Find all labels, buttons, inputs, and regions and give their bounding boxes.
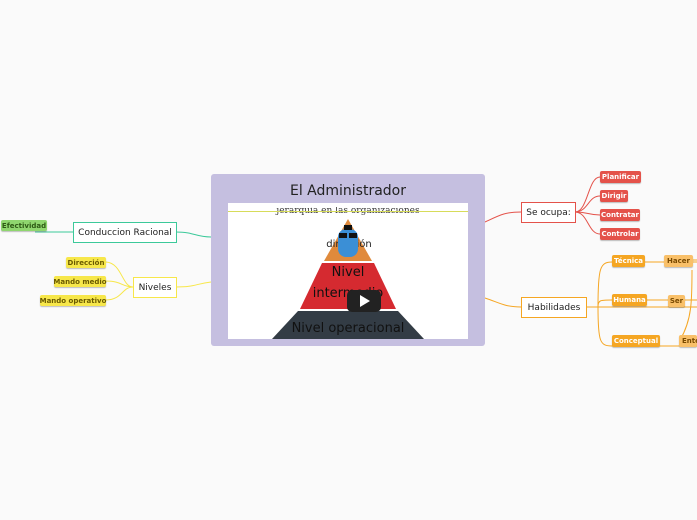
topic-conduccion-racional[interactable]: Conduccion Racional — [73, 222, 177, 243]
subtopic-ser[interactable]: Ser — [668, 295, 685, 307]
subtopic-planificar[interactable]: Planificar — [600, 171, 641, 183]
character-icon — [338, 225, 358, 257]
video-embed[interactable]: jerarquía en las organizaciones direcció… — [228, 203, 468, 339]
subtopic-humana[interactable]: Humana — [612, 294, 647, 306]
subtopic-efectividad[interactable]: Efectividad — [1, 220, 47, 231]
subtopic-mando-operativo[interactable]: Mando operativo — [39, 295, 107, 306]
play-button[interactable] — [347, 290, 381, 312]
subtopic-ente[interactable]: Ente — [679, 335, 697, 347]
topic-se-ocupa[interactable]: Se ocupa: — [521, 202, 576, 223]
pyramid-bottom-label: Nivel operacional — [291, 321, 405, 336]
subtopic-controlar[interactable]: Controlar — [600, 228, 640, 240]
topic-niveles[interactable]: Niveles — [133, 277, 177, 298]
subtopic-tecnica[interactable]: Técnica — [612, 255, 645, 267]
central-topic[interactable]: El Administrador jerarquía en las organi… — [211, 174, 485, 346]
subtopic-contratar[interactable]: Contratar — [600, 209, 640, 221]
subtopic-mando-medio[interactable]: Mando medio — [53, 276, 107, 287]
pyramid-mid-label-1: Nivel — [331, 265, 365, 280]
subtopic-conceptual[interactable]: Conceptual — [612, 335, 660, 347]
topic-habilidades[interactable]: Habilidades — [521, 297, 587, 318]
subtopic-direccion[interactable]: Dirección — [66, 257, 106, 268]
subtopic-hacer[interactable]: Hacer — [664, 255, 693, 267]
subtopic-dirigir[interactable]: Dirigir — [600, 190, 628, 202]
divider — [228, 211, 468, 212]
central-topic-title: El Administrador — [289, 183, 407, 199]
